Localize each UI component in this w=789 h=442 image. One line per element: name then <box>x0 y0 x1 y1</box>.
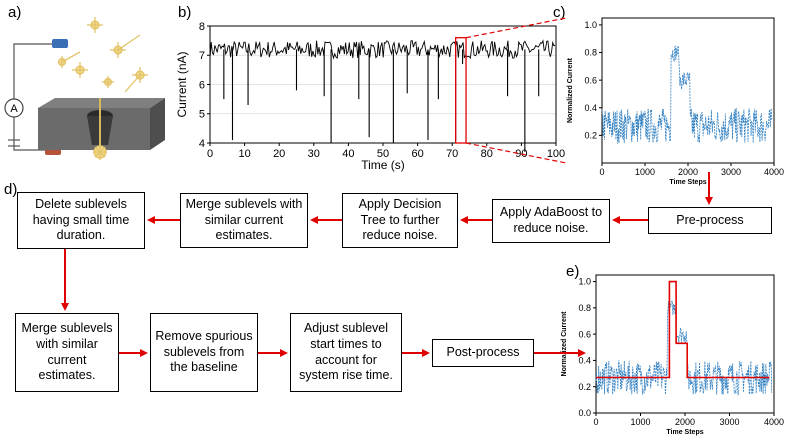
x-tick-label: 0 <box>207 148 213 160</box>
x-tick-label: 1000 <box>630 417 650 427</box>
x-tick-label: 60 <box>411 148 423 160</box>
zoom-connector-top <box>465 17 567 39</box>
ammeter-symbol: A <box>10 103 18 115</box>
molecule-icons <box>57 17 148 160</box>
panel-label-b: b) <box>178 4 192 21</box>
flow-box-delete-sublevels: Delete sublevels having small time durat… <box>17 192 145 249</box>
y-tick-label: 0.4 <box>578 356 591 366</box>
y-tick-label: 0.8 <box>578 303 591 313</box>
y-tick-label: 0.4 <box>584 103 597 113</box>
x-tick-label: 50 <box>377 148 389 160</box>
panel-label-c: c) <box>553 4 566 21</box>
y-tick-label: 0.6 <box>584 75 597 85</box>
x-tick-label: 100 <box>547 148 565 160</box>
x-tick-label: 0 <box>599 167 604 177</box>
x-tick-label: 30 <box>308 148 320 160</box>
y-tick-label: 0.8 <box>584 48 597 58</box>
y-tick-label: 8 <box>199 21 205 33</box>
zoom-connector-bottom <box>465 142 567 164</box>
y-tick-label: 1.0 <box>584 20 597 30</box>
flow-box-preprocess: Pre-process <box>648 207 772 234</box>
y-tick-label: 4 <box>199 138 205 150</box>
panel-label-e: e) <box>566 263 580 280</box>
y-axis-label: Current (nA) <box>175 51 189 117</box>
postprocessed-event-chart: 0 1000 2000 3000 4000 0.0 0.2 0.4 0.6 0.8 1.0Time … <box>561 274 784 436</box>
x-tick-label: 80 <box>481 148 493 160</box>
y-tick-label: 6 <box>199 79 205 91</box>
y-tick-label: 7 <box>199 50 205 62</box>
nanopore-apparatus-illustration: A <box>4 17 165 160</box>
x-axis-label: Time Steps <box>669 179 706 186</box>
step-fit-series <box>596 280 770 379</box>
flow-box-decision-tree: Apply Decision Tree to further reduce no… <box>342 193 458 248</box>
current-noise-band <box>209 39 556 60</box>
x-tick-label: 2000 <box>675 417 695 427</box>
x-tick-label: 1000 <box>635 167 655 177</box>
flow-box-merge-sublevels-2: Merge sublevels with similar current est… <box>15 313 119 392</box>
y-axis-label: Normalized Current <box>567 57 574 123</box>
normalized-current-series <box>601 45 773 144</box>
zoom-window <box>455 37 467 144</box>
x-tick-label: 0 <box>593 417 598 427</box>
x-axis-label: Time Steps <box>666 429 703 436</box>
flow-box-adjust-start-times: Adjust sublevel start times to account f… <box>290 313 402 392</box>
x-tick-label: 3000 <box>719 417 739 427</box>
top-electrode-icon <box>52 39 68 48</box>
flow-box-merge-sublevels-1: Merge sublevels with similar current est… <box>180 193 308 248</box>
x-tick-label: 4000 <box>764 417 784 427</box>
current-trace-chart: 010203040506070809010045678Time (s)Curre… <box>175 17 567 172</box>
panel-label-a: a) <box>8 4 22 21</box>
y-tick-label: 0.0 <box>578 408 591 418</box>
x-tick-label: 2000 <box>678 167 698 177</box>
y-tick-label: 0.6 <box>578 329 591 339</box>
x-tick-label: 3000 <box>721 167 741 177</box>
x-tick-label: 70 <box>446 148 458 160</box>
y-tick-label: 0.2 <box>578 382 591 392</box>
x-axis-label: Time (s) <box>361 158 405 172</box>
y-tick-label: 1.0 <box>578 277 591 287</box>
flow-box-postprocess: Post-process <box>432 339 534 367</box>
x-tick-label: 20 <box>273 148 285 160</box>
x-tick-label: 10 <box>238 148 250 160</box>
y-axis-label: Normalized Current <box>561 311 568 377</box>
normalized-current-series <box>595 300 773 396</box>
x-tick-label: 40 <box>342 148 354 160</box>
y-tick-label: 5 <box>199 109 205 121</box>
flow-box-remove-spurious: Remove spurious sublevels from the basel… <box>150 313 258 392</box>
x-tick-label: 4000 <box>764 167 784 177</box>
ammeter-icon <box>4 98 24 118</box>
y-tick-label: 0.2 <box>584 131 597 141</box>
panel-label-d: d) <box>4 181 18 198</box>
flow-box-adaboost: Apply AdaBoost to reduce noise. <box>492 199 610 243</box>
